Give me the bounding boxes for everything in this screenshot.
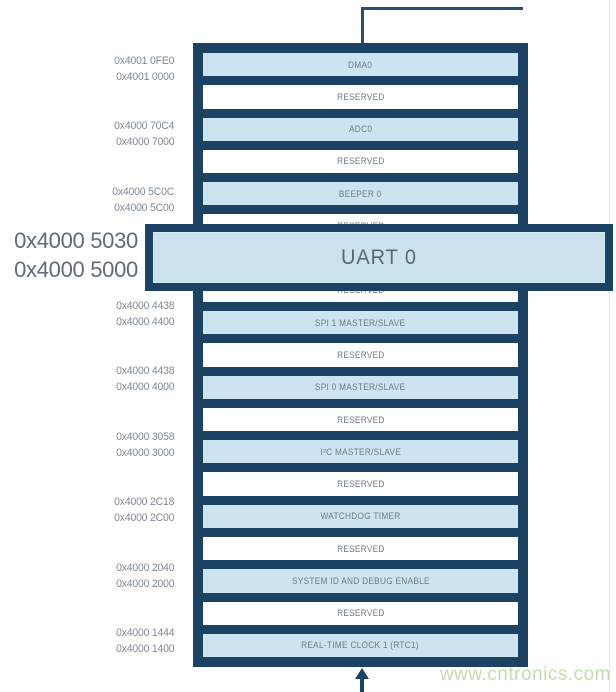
address-slot bbox=[0, 535, 178, 550]
memory-row-label: DMA0 bbox=[348, 59, 373, 70]
memory-row-label: RESERVED bbox=[336, 479, 385, 490]
address-high: 0x4000 1444 bbox=[115, 627, 175, 640]
up-arrow-icon bbox=[355, 668, 369, 679]
memory-row-label: RESERVED bbox=[336, 91, 385, 102]
memory-row-label: SPI 0 MASTER/SLAVE bbox=[315, 382, 406, 393]
memory-row-reserved: RESERVED bbox=[203, 407, 518, 432]
up-arrow-shaft bbox=[360, 677, 364, 692]
memory-row-label: ADC0 bbox=[348, 124, 373, 135]
address-slot bbox=[0, 94, 178, 109]
address-high: 0x4000 5C0C bbox=[112, 185, 174, 198]
uart0-address-low: 0x4000 5000 bbox=[14, 257, 138, 282]
uart0-highlight-block: UART 0 bbox=[145, 224, 613, 291]
address-slot: 0x4000 2040 0x4000 2000 bbox=[0, 560, 178, 592]
address-slot: 0x4000 2C18 0x4000 2C00 bbox=[0, 494, 178, 526]
memory-row-label: SPI 1 MASTER/SLAVE bbox=[315, 317, 406, 328]
memory-row-reserved: RESERVED bbox=[203, 472, 518, 496]
address-labels-column: 0x4001 0FE0 0x4001 0000 0x4000 70C4 0x40… bbox=[0, 53, 178, 657]
address-low: 0x4000 2C00 bbox=[113, 512, 174, 525]
uart0-address-high: 0x4000 5030 bbox=[14, 228, 138, 253]
address-high: 0x4000 3058 bbox=[115, 430, 175, 443]
address-high: 0x4000 4438 bbox=[115, 300, 175, 313]
continuation-connector-horizontal-line bbox=[361, 7, 523, 10]
address-high: 0x4000 70C4 bbox=[113, 120, 174, 133]
page-edge-line bbox=[609, 0, 610, 692]
address-low: 0x4000 5C00 bbox=[113, 201, 174, 214]
memory-row-label: RESERVED bbox=[336, 156, 385, 167]
memory-row-peripheral: I²C MASTER/SLAVE bbox=[203, 440, 518, 464]
address-high: 0x4000 2040 bbox=[115, 561, 175, 574]
address-slot: 0x4000 1444 0x4000 1400 bbox=[0, 625, 178, 657]
memory-row-peripheral: SYSTEM ID AND DEBUG ENABLE bbox=[203, 569, 518, 593]
continuation-connector-vertical-line bbox=[361, 7, 364, 44]
address-low: 0x4000 4400 bbox=[115, 316, 175, 329]
address-low: 0x4000 3000 bbox=[115, 446, 175, 459]
memory-row-label: SYSTEM ID AND DEBUG ENABLE bbox=[291, 575, 430, 586]
memory-row-reserved: RESERVED bbox=[203, 149, 518, 174]
address-slot bbox=[0, 404, 178, 419]
memory-row-reserved: RESERVED bbox=[203, 343, 518, 367]
address-slot: 0x4000 3058 0x4000 3000 bbox=[0, 429, 178, 461]
memory-row-label: WATCHDOG TIMER bbox=[320, 511, 401, 522]
memory-row-label: REAL-TIME CLOCK 1 (RTC1) bbox=[301, 640, 420, 651]
address-high: 0x4000 4438 bbox=[115, 365, 175, 378]
address-low: 0x4000 7000 bbox=[115, 136, 175, 149]
address-high: 0x4000 2C18 bbox=[113, 496, 174, 509]
address-slot: 0x4000 5C0C 0x4000 5C00 bbox=[0, 184, 178, 216]
uart0-address-range: 0x4000 5030 0x4000 5000 bbox=[0, 226, 138, 284]
peripheral-memory-stack: DMA0 RESERVED ADC0 RESERVED BEEPER 0 RES… bbox=[193, 43, 528, 667]
memory-row-label: RESERVED bbox=[336, 608, 385, 619]
address-slot bbox=[0, 159, 178, 174]
memory-row-reserved: RESERVED bbox=[203, 536, 518, 561]
memory-row-peripheral: BEEPER 0 bbox=[203, 182, 518, 206]
memory-row-reserved: RESERVED bbox=[203, 85, 518, 109]
memory-row-peripheral: DMA0 bbox=[203, 53, 518, 77]
address-low: 0x4000 2000 bbox=[115, 577, 175, 590]
memory-row-label: BEEPER 0 bbox=[339, 188, 382, 199]
address-slot: 0x4000 70C4 0x4000 7000 bbox=[0, 118, 178, 150]
address-low: 0x4001 0000 bbox=[115, 71, 175, 83]
memory-row-label: RESERVED bbox=[336, 543, 385, 554]
memory-row-peripheral: WATCHDOG TIMER bbox=[203, 504, 518, 528]
address-slot bbox=[0, 601, 178, 616]
address-slot bbox=[0, 339, 178, 354]
memory-row-peripheral: ADC0 bbox=[203, 117, 518, 141]
memory-row-peripheral: SPI 0 MASTER/SLAVE bbox=[203, 375, 518, 399]
uart0-highlight-label: UART 0 bbox=[341, 245, 417, 269]
watermark-text: www.cntronics.com bbox=[439, 664, 611, 685]
address-low: 0x4000 4000 bbox=[115, 381, 175, 394]
address-slot: 0x4000 4438 0x4000 4000 bbox=[0, 363, 178, 395]
address-slot: 0x4000 4438 0x4000 4400 bbox=[0, 298, 178, 330]
memory-row-peripheral: REAL-TIME CLOCK 1 (RTC1) bbox=[203, 633, 518, 658]
memory-row-reserved: RESERVED bbox=[203, 601, 518, 625]
memory-row-label: I²C MASTER/SLAVE bbox=[320, 446, 401, 457]
address-low: 0x4000 1400 bbox=[115, 643, 175, 656]
address-slot bbox=[0, 470, 178, 485]
memory-row-label: RESERVED bbox=[336, 350, 385, 361]
memory-row-label: RESERVED bbox=[336, 414, 385, 425]
address-slot: 0x4001 0FE0 0x4001 0000 bbox=[0, 53, 178, 85]
address-high: 0x4001 0FE0 bbox=[113, 55, 174, 67]
memory-row-peripheral: SPI 1 MASTER/SLAVE bbox=[203, 311, 518, 335]
